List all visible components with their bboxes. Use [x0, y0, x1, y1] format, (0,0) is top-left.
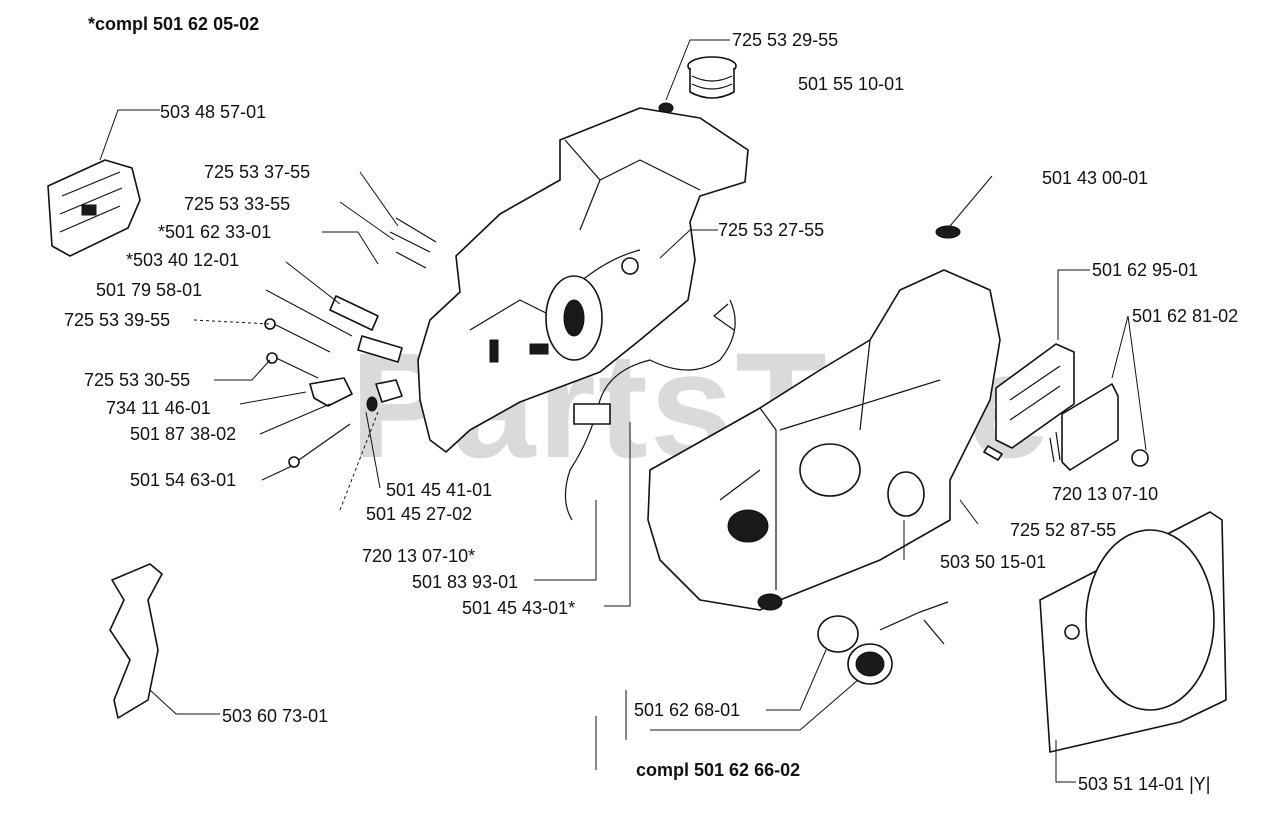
part-label-501-62-33-01: *501 62 33-01	[158, 222, 272, 242]
part-label-503-40-12-01: *503 40 12-01	[126, 250, 240, 270]
part-label-501-87-38-02: 501 87 38-02	[130, 424, 237, 444]
part-label-720-13-07-10: 720 13 07-10	[1052, 484, 1159, 504]
part-label-725-53-39-55: 725 53 39-55	[64, 310, 171, 330]
starter-cover-part	[1039, 511, 1227, 753]
complete-assembly-label-top: *compl 501 62 05-02	[88, 14, 260, 34]
cable-loop-part	[564, 299, 736, 521]
bolts-part	[264, 217, 437, 468]
part-label-501-45-41-01: 501 45 41-01	[386, 480, 493, 500]
crankcase-part	[417, 107, 749, 453]
part-label-501-45-43-01: 501 45 43-01*	[462, 598, 576, 618]
part-label-725-53-30-55: 725 53 30-55	[84, 370, 191, 390]
leader-lines	[99, 39, 1147, 783]
part-label-503-51-14-01: 503 51 14-01 |Y|	[1078, 774, 1211, 794]
tank-housing-part	[647, 225, 1001, 611]
part-label-734-11-46-01: 734 11 46-01	[106, 398, 211, 418]
part-label-725-53-33-55: 725 53 33-55	[184, 194, 291, 214]
part-label-501-55-10-01: 501 55 10-01	[798, 74, 905, 94]
part-label-501-62-81-02: 501 62 81-02	[1132, 306, 1239, 326]
part-label-501-83-93-01: 501 83 93-01	[412, 572, 519, 592]
part-label-501-54-63-01: 501 54 63-01	[130, 470, 237, 490]
complete-assembly-label-bottom: compl 501 62 66-02	[636, 760, 801, 780]
part-label-501-79-58-01: 501 79 58-01	[96, 280, 203, 300]
gasket-part	[983, 343, 1149, 471]
cover-plate-part	[47, 159, 141, 257]
spring-part	[658, 56, 737, 114]
part-label-501-62-68-01: 501 62 68-01	[634, 700, 741, 720]
part-label-720-13-07-10-asterisk: 720 13 07-10*	[362, 546, 476, 566]
part-label-725-53-27-55: 725 53 27-55	[718, 220, 825, 240]
part-label-503-48-57-01: 503 48 57-01	[160, 102, 267, 122]
part-label-725-53-37-55: 725 53 37-55	[204, 162, 311, 182]
part-label-503-50-15-01: 503 50 15-01	[940, 552, 1047, 572]
part-label-501-45-27-02: 501 45 27-02	[366, 504, 473, 524]
part-label-501-62-95-01: 501 62 95-01	[1092, 260, 1199, 280]
part-label-503-60-73-01: 503 60 73-01	[222, 706, 329, 726]
part-label-501-43-00-01: 501 43 00-01	[1042, 168, 1149, 188]
filter-cap-part	[817, 601, 949, 685]
part-label-725-53-29-55: 725 53 29-55	[732, 30, 839, 50]
bracket-part	[109, 563, 163, 719]
part-label-725-52-87-55: 725 52 87-55	[1010, 520, 1117, 540]
